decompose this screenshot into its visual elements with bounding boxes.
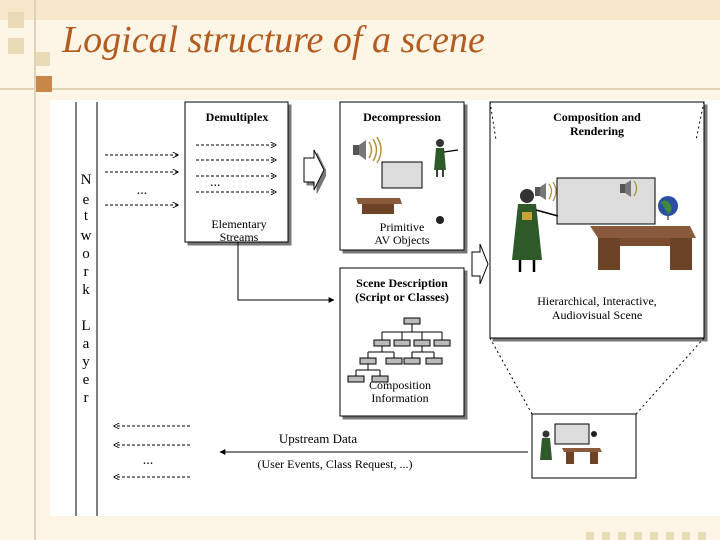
connector-to-scene-description [237, 242, 335, 303]
network-layer-label: N e t w o r k L a y e r [81, 172, 92, 406]
scene-screen-icon [556, 177, 656, 225]
user-view-desk-icon [562, 448, 602, 464]
footer-decor-square [634, 532, 642, 540]
top-decor-strip [0, 0, 720, 20]
upstream-arrows [114, 426, 190, 477]
demultiplex-box [184, 101, 289, 243]
primitive-av-label-2: AV Objects [374, 233, 430, 247]
desk-icon [590, 226, 696, 270]
footer-decor-square [650, 532, 658, 540]
network-output-arrows [105, 155, 178, 205]
globe-small-icon [436, 216, 444, 224]
decor-accent-square [36, 76, 52, 92]
network-letter: N [81, 172, 92, 188]
header-divider-line [0, 88, 720, 90]
decompression-label: Decompression [363, 110, 441, 124]
network-letter: e [83, 192, 90, 208]
network-letter: r [84, 264, 89, 280]
decor-square [8, 38, 24, 54]
network-letter: t [84, 208, 89, 224]
decor-square [36, 52, 50, 66]
scene-speaker-right-icon [620, 180, 638, 197]
layer-letter: a [83, 336, 90, 352]
footer-decor-square [602, 532, 610, 540]
composition-rendering-label-1: Composition and [553, 110, 641, 124]
slide-title: Logical structure of a scene [62, 19, 485, 61]
screen-icon [381, 161, 423, 189]
diagram-panel: N e t w o r k L a y e r ... Demultiplex … [50, 100, 720, 516]
elementary-stream-arrows [196, 145, 276, 192]
footer-decor-square [698, 532, 706, 540]
elementary-streams-label-2: Streams [220, 230, 259, 244]
composition-tree-icon [347, 317, 451, 383]
composition-rendering-label-2: Rendering [570, 124, 624, 138]
scene-caption-2: Audiovisual Scene [552, 308, 642, 322]
presenter-icon [512, 189, 559, 272]
network-letter: w [81, 228, 92, 244]
upstream-detail-label: (User Events, Class Request, ...) [258, 457, 413, 471]
scene-caption-1: Hierarchical, Interactive, [537, 294, 657, 308]
desk-small-icon [356, 198, 402, 214]
layer-letter: e [83, 372, 90, 388]
presenter-small-icon [434, 139, 459, 177]
primitive-av-label-1: Primitive [380, 220, 425, 234]
composition-info-label-2: Information [371, 391, 428, 405]
scene-structure-diagram: N e t w o r k L a y e r ... Demultiplex … [75, 101, 705, 516]
left-decor-line [34, 0, 36, 540]
scene-description-label-2: (Script or Classes) [355, 290, 449, 304]
user-view-screen-icon [554, 423, 590, 445]
network-letter: k [82, 282, 90, 298]
decor-square [8, 12, 24, 28]
layer-letter: r [84, 390, 89, 406]
scene-description-label-1: Scene Description [356, 276, 448, 290]
scene-speaker-left-icon [535, 181, 557, 202]
footer-decor-square [618, 532, 626, 540]
demultiplex-label: Demultiplex [206, 110, 269, 124]
elementary-streams-label-1: Elementary [211, 217, 266, 231]
upstream-ellipsis: ... [143, 453, 154, 468]
stream-ellipsis: ... [210, 175, 221, 190]
speaker-icon [353, 136, 382, 164]
user-view-globe-icon [591, 431, 597, 437]
upstream-data-label: Upstream Data [279, 431, 358, 446]
network-letter: o [82, 246, 90, 262]
layer-letter: y [82, 354, 90, 370]
block-arrow-to-composition [471, 243, 489, 285]
composition-info-label-1: Composition [369, 378, 431, 392]
footer-decor-square [682, 532, 690, 540]
user-view-presenter-icon [540, 430, 552, 460]
network-layer-box [75, 102, 98, 516]
globe-icon [658, 196, 678, 220]
footer-decor-square [666, 532, 674, 540]
layer-letter: L [81, 318, 90, 334]
input-ellipsis: ... [137, 183, 148, 198]
perspective-lines [489, 101, 705, 415]
footer-decor-square [586, 532, 594, 540]
block-arrow-to-decompression [303, 149, 325, 191]
